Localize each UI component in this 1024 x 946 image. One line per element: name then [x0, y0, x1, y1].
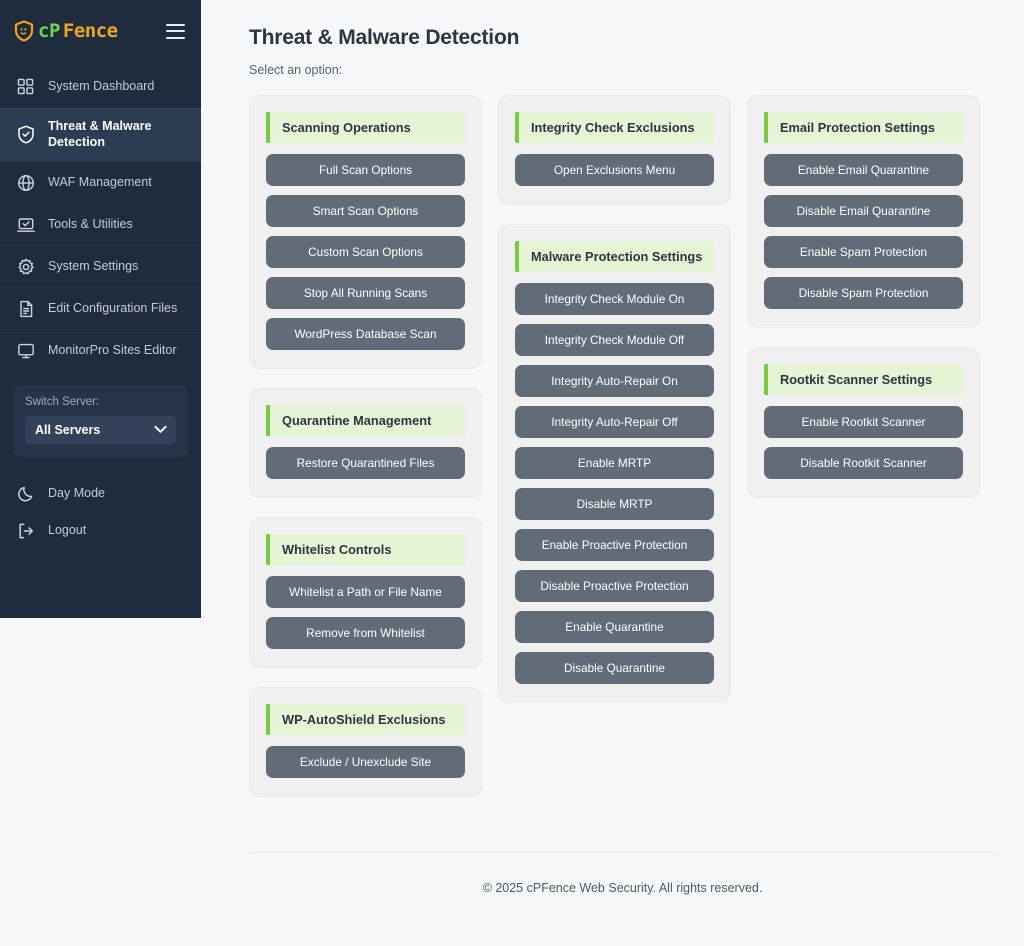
option-button[interactable]: Enable Quarantine — [515, 611, 714, 643]
option-button[interactable]: Remove from Whitelist — [266, 617, 465, 649]
monitor-icon — [16, 341, 35, 360]
file-lines-icon — [16, 299, 35, 318]
sidebar-item-waf-management[interactable]: WAF Management — [0, 161, 201, 203]
server-select-value: All Servers — [35, 423, 101, 438]
moon-icon — [16, 484, 35, 503]
option-button[interactable]: Integrity Check Module Off — [515, 324, 714, 356]
switch-server-label: Switch Server: — [25, 396, 100, 409]
option-button[interactable]: Disable Spam Protection — [764, 277, 963, 309]
switch-server-box: Switch Server: All Servers — [13, 385, 188, 458]
option-button[interactable]: Integrity Auto-Repair On — [515, 365, 714, 397]
option-card-title: Whitelist Controls — [266, 534, 465, 565]
option-button[interactable]: Open Exclusions Menu — [515, 154, 714, 186]
shield-icon — [14, 20, 34, 42]
sidebar-item-system-settings[interactable]: System Settings — [0, 245, 201, 287]
page-subtitle: Select an option: — [249, 63, 343, 77]
sidebar-item-label: Edit Configuration Files — [48, 300, 178, 315]
option-button[interactable]: Enable MRTP — [515, 447, 714, 479]
sidebar-item-label: WAF Management — [48, 174, 152, 189]
sidebar-item-monitorpro-sites-editor[interactable]: MonitorPro Sites Editor — [0, 329, 201, 371]
option-button[interactable]: Enable Rootkit Scanner — [764, 406, 963, 438]
sidebar-nav: System Dashboard Threat & Malware Detect… — [0, 62, 201, 371]
logo-text-cp: cP — [38, 20, 60, 42]
option-button[interactable]: Disable Rootkit Scanner — [764, 447, 963, 479]
footer: © 2025 cPFence Web Security. All rights … — [249, 852, 996, 895]
option-button[interactable]: Disable Proactive Protection — [515, 570, 714, 602]
option-button[interactable]: Disable Email Quarantine — [764, 195, 963, 227]
sidebar-item-label: System Settings — [48, 258, 139, 273]
option-card-title: Email Protection Settings — [764, 112, 963, 143]
server-select-dropdown[interactable]: All Servers — [25, 416, 176, 445]
sidebar-item-label: Tools & Utilities — [48, 216, 133, 231]
laptop-check-icon — [16, 215, 35, 234]
option-button[interactable]: Whitelist a Path or File Name — [266, 576, 465, 608]
option-button[interactable]: Integrity Check Module On — [515, 283, 714, 315]
sidebar-item-label: Day Mode — [48, 485, 105, 500]
sidebar-item-system-dashboard[interactable]: System Dashboard — [0, 66, 201, 107]
option-card-title: Malware Protection Settings — [515, 241, 714, 272]
logo-text-fence: Fence — [62, 20, 118, 42]
option-card-title: Scanning Operations — [266, 112, 465, 143]
option-card-title: Quarantine Management — [266, 405, 465, 436]
sidebar-item-tools-utilities[interactable]: Tools & Utilities — [0, 203, 201, 245]
logout-arrow-icon — [16, 521, 35, 540]
option-button[interactable]: Disable MRTP — [515, 488, 714, 520]
option-button[interactable]: WordPress Database Scan — [266, 318, 465, 350]
sidebar-item-threat-malware-detection[interactable]: Threat & Malware Detection — [0, 107, 201, 162]
option-button[interactable]: Integrity Auto-Repair Off — [515, 406, 714, 438]
option-button[interactable]: Enable Email Quarantine — [764, 154, 963, 186]
option-button[interactable]: Disable Quarantine — [515, 652, 714, 684]
sidebar-item-logout[interactable]: Logout — [0, 512, 201, 549]
sidebar-bottom-nav: Day Mode Logout — [0, 475, 201, 549]
option-button[interactable]: Enable Spam Protection — [764, 236, 963, 268]
option-button[interactable]: Smart Scan Options — [266, 195, 465, 227]
sidebar-item-label: Threat & Malware Detection — [48, 119, 152, 149]
sidebar-item-label: System Dashboard — [48, 78, 155, 93]
sidebar-item-edit-configuration-files[interactable]: Edit Configuration Files — [0, 287, 201, 329]
page-title: Threat & Malware Detection — [249, 26, 520, 49]
globe-icon — [16, 173, 35, 192]
option-button[interactable]: Full Scan Options — [266, 154, 465, 186]
sidebar-item-label: MonitorPro Sites Editor — [48, 342, 177, 357]
option-button[interactable]: Enable Proactive Protection — [515, 529, 714, 561]
shield-check-icon — [16, 125, 35, 144]
grid-dashboard-icon — [16, 77, 35, 96]
option-button[interactable]: Restore Quarantined Files — [266, 447, 465, 479]
option-card-title: Integrity Check Exclusions — [515, 112, 714, 143]
main-content: Threat & Malware Detection Select an opt… — [201, 0, 1024, 946]
option-button[interactable]: Custom Scan Options — [266, 236, 465, 268]
sidebar-item-day-mode[interactable]: Day Mode — [0, 475, 201, 512]
sidebar-item-label: Logout — [48, 522, 87, 537]
option-card-title: WP-AutoShield Exclusions — [266, 704, 465, 735]
option-button[interactable]: Stop All Running Scans — [266, 277, 465, 309]
gear-icon — [16, 257, 35, 276]
hamburger-menu-icon[interactable] — [166, 23, 185, 39]
option-button[interactable]: Exclude / Unexclude Site — [266, 746, 465, 778]
chevron-down-icon — [154, 423, 167, 437]
footer-copyright: © 2025 cPFence Web Security. All rights … — [482, 881, 763, 895]
option-card-title: Rootkit Scanner Settings — [764, 364, 963, 395]
